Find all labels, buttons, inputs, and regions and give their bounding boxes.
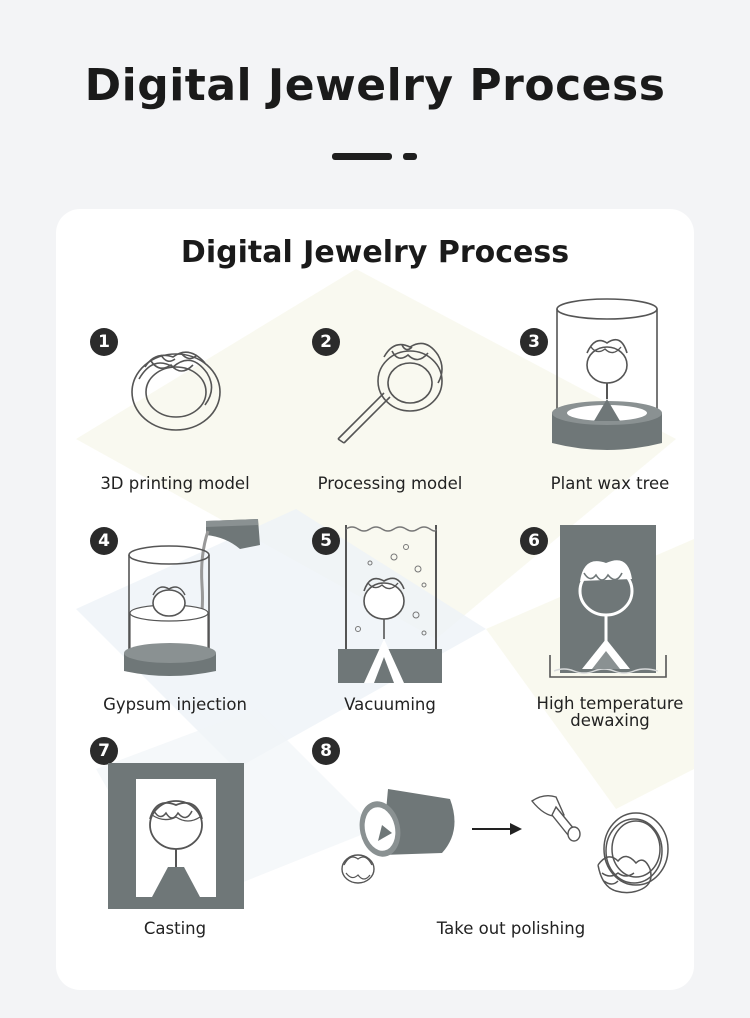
finished-ring-icon (597, 812, 669, 894)
ring-on-sprue-icon (337, 342, 443, 444)
arrow-right-icon (472, 823, 522, 835)
step-2-badge: 2 (312, 328, 340, 356)
step-6-label-line-1: High temperature (536, 694, 684, 713)
card-title: Digital Jewelry Process (180, 235, 570, 270)
page-title: Digital Jewelry Process (84, 60, 666, 111)
gypsum-pour-icon (124, 519, 260, 676)
step-3-label: Plant wax tree (550, 474, 670, 493)
dewaxing-kiln-icon (549, 525, 667, 678)
wax-ring-model-icon (131, 351, 221, 431)
step-8-badge: 8 (312, 737, 340, 765)
step-6-label-line-2: dewaxing (570, 711, 650, 730)
removed-mold-cylinder-icon (341, 789, 455, 884)
step-4-badge: 4 (90, 527, 118, 555)
process-card: Digital Jewelry Process 1 3D printing mo… (56, 209, 694, 990)
casting-mold-icon (108, 763, 244, 909)
step-5-label: Vacuuming (344, 695, 436, 714)
step-1-badge: 1 (90, 328, 118, 356)
step-1-label: 3D printing model (100, 474, 250, 493)
step-7-label: Casting (143, 919, 207, 938)
step-6-badge: 6 (520, 527, 548, 555)
step-2-label: Processing model (317, 474, 463, 493)
wax-tree-flask-icon (552, 298, 662, 450)
step-8-label: Take out polishing (436, 919, 586, 938)
title-divider-long (332, 153, 392, 160)
vacuum-chamber-icon (338, 525, 442, 683)
sprue-funnel-icon (530, 794, 581, 842)
step-3-badge: 3 (520, 328, 548, 356)
step-5-badge: 5 (312, 527, 340, 555)
title-divider-short (403, 153, 417, 160)
step-4-label: Gypsum injection (103, 695, 247, 714)
step-7-badge: 7 (90, 737, 118, 765)
